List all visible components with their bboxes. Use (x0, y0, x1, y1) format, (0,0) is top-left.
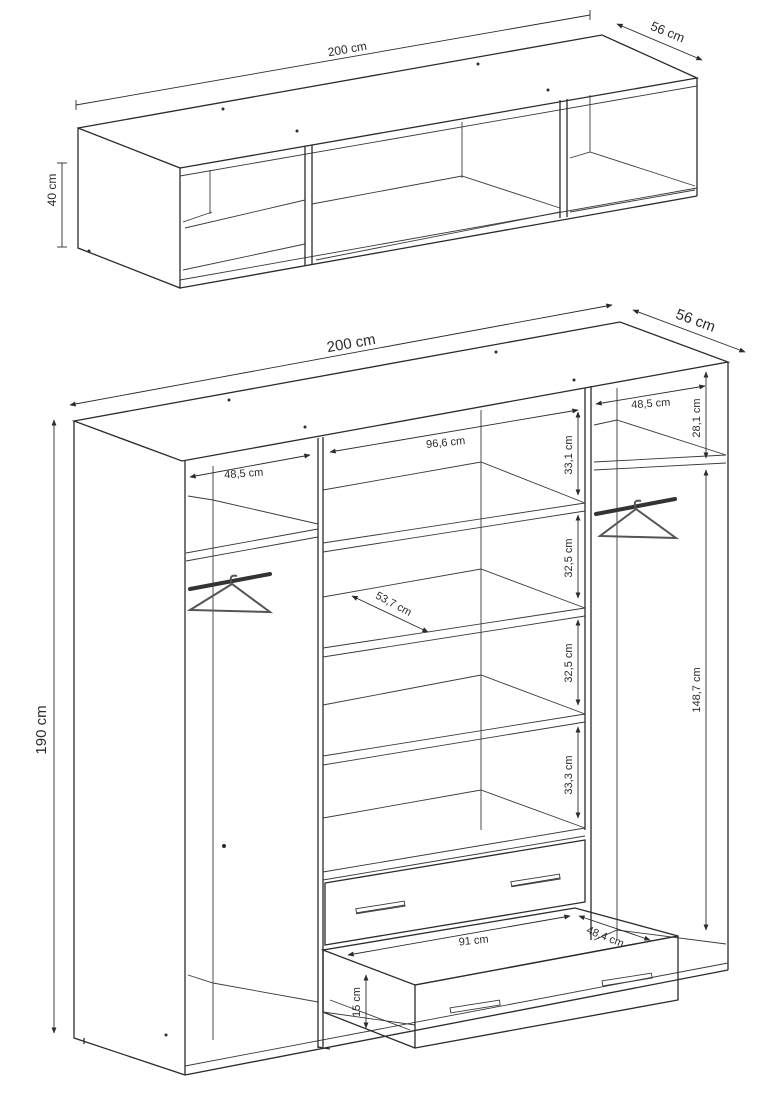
open-drawer (320, 907, 679, 1049)
left-hanging-rod (186, 572, 274, 614)
shelf-gap-1-label: 33,1 cm (563, 435, 575, 474)
wardrobe-width-label: 200 cm (326, 331, 377, 356)
top-unit-width-dimension: 200 cm (75, 10, 591, 110)
shelf-gap-3-dimension: 32,5 cm (563, 619, 581, 706)
right-top-shelf-height-dimension: 28,1 cm (691, 371, 709, 459)
hanging-height-label: 148,7 cm (691, 667, 703, 712)
right-top-shelf-height-label: 28,1 cm (691, 398, 703, 437)
wardrobe-height-dimension: 190 cm (33, 419, 57, 1034)
top-height-label: 40 cm (45, 174, 59, 207)
top-shelf-unit (77, 34, 700, 289)
drawer-depth-label: 48,4 cm (585, 924, 626, 950)
drawer-height-dimension: 15 cm (351, 974, 369, 1029)
top-unit-depth-dimension: 56 cm (616, 18, 703, 61)
shelf-gap-2-dimension: 32,5 cm (563, 514, 581, 599)
shelf-gap-3-label: 32,5 cm (563, 643, 575, 682)
right-compartment-width-dimension: 48,5 cm (595, 384, 706, 412)
drawer-width-dimension: 91 cm (347, 914, 571, 957)
hanging-height-dimension: 148,7 cm (691, 469, 709, 931)
shelf-depth-label: 53,7 cm (373, 590, 413, 619)
wardrobe-height-label: 190 cm (33, 705, 50, 754)
wardrobe-depth-label: 56 cm (673, 306, 717, 336)
shelf-gap-4-label: 33,3 cm (563, 755, 575, 794)
drawer-height-label: 15 cm (351, 987, 363, 1017)
left-width-label: 48,5 cm (224, 467, 264, 482)
wardrobe-depth-dimension: 56 cm (632, 306, 746, 353)
left-compartment-width-dimension: 48,5 cm (189, 453, 311, 482)
shelf-depth-dimension: 53,7 cm (351, 590, 429, 633)
right-hanging-rod (594, 497, 680, 540)
middle-width-dimension: 96,6 cm (329, 408, 579, 454)
wardrobe-width-dimension: 200 cm (69, 303, 613, 407)
shelf-gap-2-label: 32,5 cm (563, 538, 575, 577)
shelf-gap-1-dimension: 33,1 cm (563, 411, 581, 496)
left-hanger-icon (186, 574, 274, 614)
top-unit-height-dimension: 40 cm (45, 162, 67, 248)
wardrobe-body (71, 321, 731, 1076)
right-width-label: 48,5 cm (631, 397, 671, 412)
closed-drawer (324, 839, 586, 946)
top-depth-label: 56 cm (648, 18, 686, 45)
shelf-gap-4-dimension: 33,3 cm (563, 726, 581, 819)
right-hanger-icon (597, 499, 680, 540)
middle-width-label: 96,6 cm (426, 435, 466, 451)
drawer-width-label: 91 cm (458, 933, 489, 948)
top-width-label: 200 cm (327, 39, 368, 60)
